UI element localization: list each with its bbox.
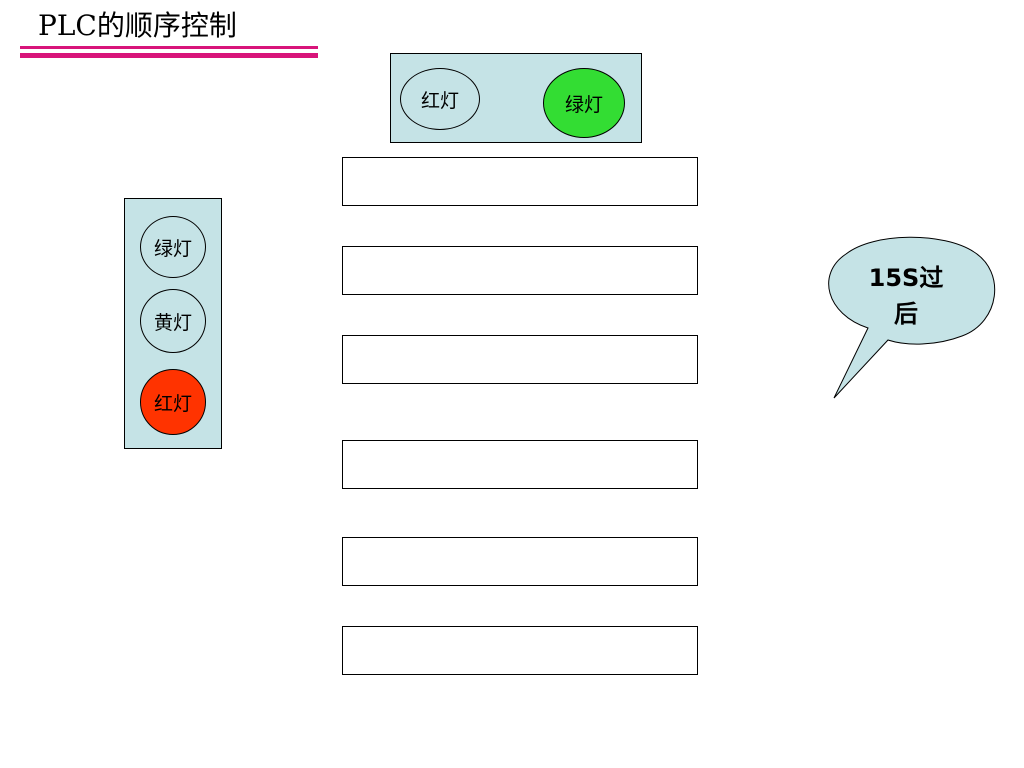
side-yellow-lamp-label: 黄灯 [153, 311, 192, 334]
top-red-lamp-label: 红灯 [420, 89, 459, 112]
step-box-1 [342, 157, 698, 206]
slide-title: PLC的顺序控制 [38, 9, 237, 42]
top-green-lamp: 绿灯 [543, 68, 625, 138]
step-box-2 [342, 246, 698, 295]
side-yellow-lamp: 黄灯 [140, 289, 206, 353]
speech-bubble-callout [828, 236, 996, 399]
callout-line-2: 后 [894, 300, 918, 328]
title-underline-thick [20, 53, 318, 58]
side-red-lamp: 红灯 [140, 369, 206, 435]
title-underline-thin [20, 46, 318, 49]
side-green-lamp-label: 绿灯 [153, 237, 192, 260]
step-box-5 [342, 537, 698, 586]
callout-text: 15S过 后 [846, 260, 966, 332]
step-box-3 [342, 335, 698, 384]
side-green-lamp: 绿灯 [140, 216, 206, 278]
callout-line-1: 15S过 [868, 264, 944, 292]
speech-bubble-shape [828, 236, 996, 399]
step-box-6 [342, 626, 698, 675]
top-red-lamp: 红灯 [400, 68, 480, 130]
top-green-lamp-label: 绿灯 [564, 93, 603, 116]
side-red-lamp-label: 红灯 [153, 392, 192, 415]
step-box-4 [342, 440, 698, 489]
